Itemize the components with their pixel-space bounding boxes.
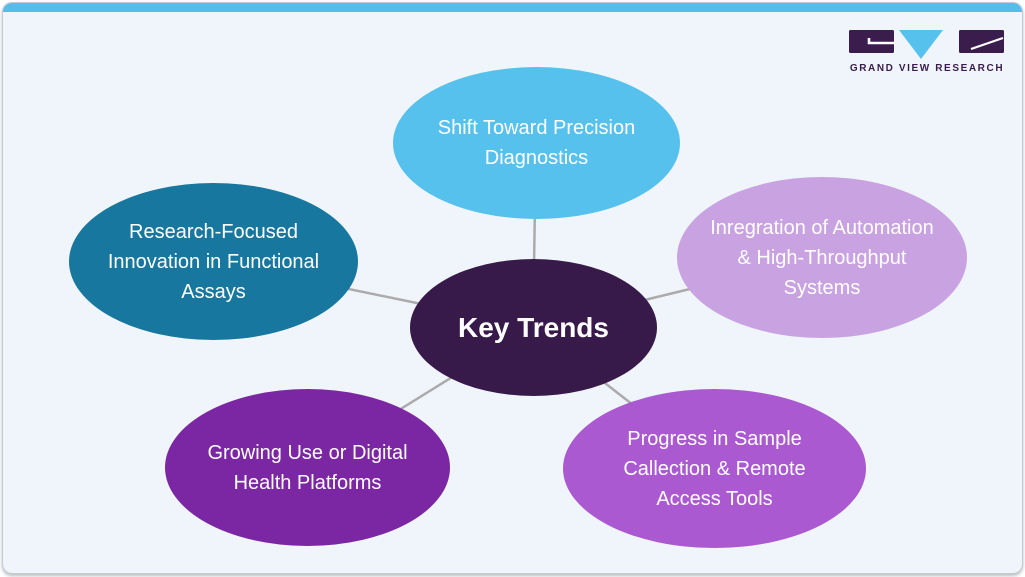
node-progress-in-sample-collection: Progress in Sample Callection & Remote A… (563, 389, 866, 548)
node-label: Shift Toward Precision Diagnostics (437, 117, 636, 169)
node-label: Inregration of Automation & High-Through… (710, 216, 934, 299)
top-accent-bar (3, 3, 1022, 12)
hub-label: Key Trends (458, 311, 609, 343)
node-label: Progress in Sample Callection & Remote A… (623, 427, 806, 510)
node-label: Growing Use or Digital Health Platforms (207, 441, 408, 494)
node-integration-of-automation: Inregration of Automation & High-Through… (677, 177, 967, 338)
node-label: Research-Focused Innovation in Functiona… (107, 220, 320, 303)
grand-view-research-logo: GRAND VIEW RESEARCH (848, 30, 1006, 74)
node-research-focused-innovation: Research-Focused Innovation in Functiona… (69, 183, 358, 340)
node-shift-toward-precision-diagnostics: Shift Toward Precision Diagnostics (393, 67, 680, 219)
node-growing-use-digital-health: Growing Use or Digital Health Platforms (165, 389, 450, 546)
gvr-logo-icon (849, 30, 1004, 59)
logo-wordmark: GRAND VIEW RESEARCH (849, 63, 1005, 74)
hub-key-trends: Key Trends (410, 259, 657, 396)
